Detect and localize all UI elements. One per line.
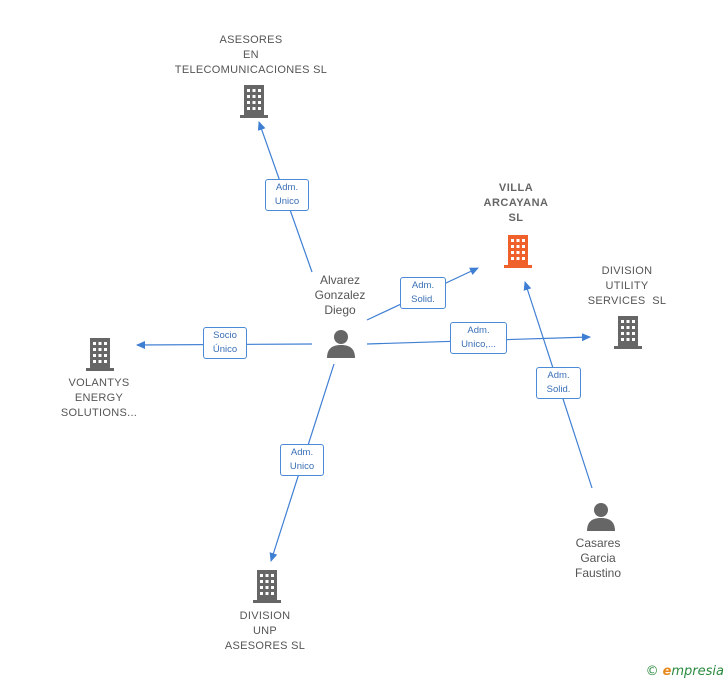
node-label-alvarez[interactable]: Alvarez Gonzalez Diego bbox=[290, 273, 390, 318]
relation-line: Adm. bbox=[467, 325, 490, 336]
relation-line: Unico bbox=[289, 461, 315, 472]
node-label-asesores[interactable]: ASESORES EN TELECOMUNICACIONES SL bbox=[151, 33, 351, 78]
relation-box-villa[interactable]: Adm. Solid. bbox=[400, 277, 446, 309]
node-label-line: UTILITY bbox=[605, 280, 649, 292]
relation-line: Unico bbox=[274, 196, 300, 207]
node-label-line: ARCAYANA bbox=[483, 197, 549, 209]
building-icon[interactable] bbox=[612, 314, 644, 350]
node-label-line: VILLA bbox=[498, 182, 534, 194]
relation-box-asesores[interactable]: Adm. Unico bbox=[265, 179, 309, 211]
brand-footer[interactable]: ©empresia bbox=[646, 664, 724, 679]
relation-line: Solid. bbox=[546, 384, 571, 395]
node-label-casares[interactable]: Casares Garcia Faustino bbox=[553, 536, 643, 581]
node-label-villa-arcayana[interactable]: VILLA ARCAYANA SL bbox=[458, 181, 574, 226]
node-label-division-unp[interactable]: DIVISION UNP ASESORES SL bbox=[205, 609, 325, 654]
building-icon[interactable] bbox=[84, 336, 116, 372]
node-label-line: Gonzalez bbox=[314, 288, 366, 302]
copyright-icon: © bbox=[645, 664, 659, 679]
brand-logo-e: e bbox=[662, 664, 672, 679]
node-label-line: ASESORES SL bbox=[224, 640, 306, 652]
relation-line: Adm. bbox=[275, 182, 299, 193]
node-label-line: EN bbox=[243, 49, 259, 61]
node-label-line: VOLANTYS bbox=[68, 377, 130, 389]
building-icon[interactable] bbox=[238, 83, 270, 119]
person-icon[interactable] bbox=[325, 327, 357, 359]
node-label-line: SERVICES SL bbox=[587, 295, 667, 307]
relation-line: Único bbox=[212, 344, 238, 355]
node-label-line: SOLUTIONS... bbox=[60, 407, 138, 419]
node-label-line: DIVISION bbox=[239, 610, 291, 622]
node-label-line: SL bbox=[508, 212, 524, 224]
relation-box-volantys[interactable]: Socio Único bbox=[203, 327, 247, 359]
building-icon-focus[interactable] bbox=[502, 233, 534, 269]
node-label-line: Casares bbox=[575, 536, 621, 550]
node-label-line: ENERGY bbox=[74, 392, 124, 404]
node-label-volantys[interactable]: VOLANTYS ENERGY SOLUTIONS... bbox=[44, 376, 154, 421]
building-icon[interactable] bbox=[251, 568, 283, 604]
node-label-line: DIVISION bbox=[601, 265, 653, 277]
node-label-line: Garcia bbox=[580, 551, 616, 565]
node-label-line: Alvarez bbox=[319, 273, 360, 287]
relation-line: Solid. bbox=[411, 294, 435, 305]
relation-line: Adm. bbox=[290, 447, 314, 458]
node-label-line: TELECOMUNICACIONES SL bbox=[174, 64, 328, 76]
node-label-line: UNP bbox=[252, 625, 278, 637]
brand-name: mpresia bbox=[671, 664, 724, 679]
person-icon[interactable] bbox=[585, 500, 617, 532]
node-label-line: Diego bbox=[324, 303, 356, 317]
relation-box-casares-villa[interactable]: Adm. Solid. bbox=[536, 367, 581, 399]
relation-box-division-unp[interactable]: Adm. Unico bbox=[280, 444, 324, 476]
node-label-line: ASESORES bbox=[219, 34, 283, 46]
node-label-division-utility[interactable]: DIVISION UTILITY SERVICES SL bbox=[567, 264, 687, 309]
relation-line: Unico,... bbox=[461, 339, 496, 350]
relation-line: Adm. bbox=[411, 280, 435, 291]
node-label-line: Faustino bbox=[574, 566, 622, 580]
relation-line: Socio bbox=[213, 330, 237, 341]
relation-line: Adm. bbox=[547, 370, 570, 381]
relation-box-division-utility[interactable]: Adm. Unico,... bbox=[450, 322, 507, 354]
